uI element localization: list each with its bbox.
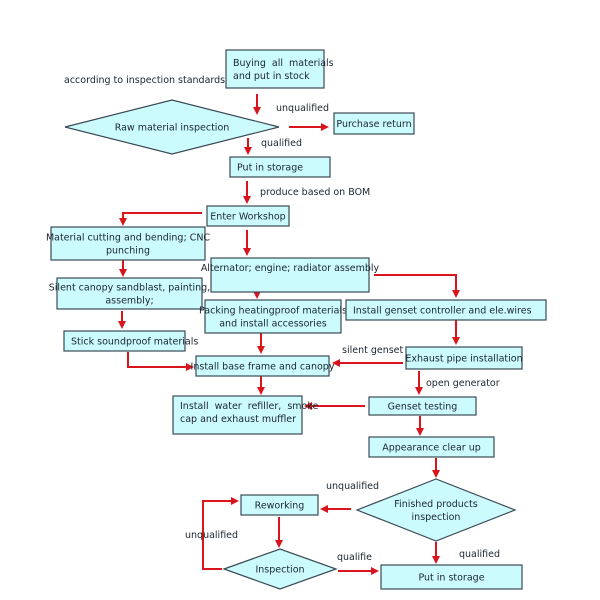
node-buying: Buying all materials and put in stock [225,49,334,89]
process-box [240,494,319,516]
node-install-base-frame: Install base frame and canopy [191,355,335,377]
node-install-controller: Install genset controller and ele.wires [345,299,547,321]
edge-label-unqualified-1: unqualified [276,103,329,114]
process-box [380,564,523,590]
edge-label-according-to-standards: according to inspection standards [64,75,225,86]
edge-label-qualified-2: qualified [459,549,500,560]
edge-label-qualifie: qualifie [337,552,372,563]
node-label: Material cutting and bending; CNC [46,233,210,244]
node-enter-workshop: Enter Workshop [206,205,290,227]
node-label: Raw material inspection [115,123,230,134]
node-label: Packing heatingproof materials [199,306,347,317]
process-box [210,257,370,293]
process-box [225,49,325,89]
nodes: Buying all materials and put in stockRaw … [46,49,547,590]
node-raw-inspection: Raw material inspection [64,99,280,155]
process-box [229,156,331,178]
node-alternator-assembly: Alternator; engine; radiator assembly [201,257,380,293]
node-label: Finished products [394,499,477,510]
node-genset-testing: Genset testing [368,396,477,416]
edges [118,94,460,575]
edge-label-silent-genset: silent genset [342,345,404,356]
process-box [368,396,477,416]
process-box [405,346,523,370]
node-label: Inspection [255,565,304,576]
node-install-water-refiller: Install water refiller, smoke cap and exh… [172,395,319,435]
node-silent-canopy: Silent canopy sandblast, painting, assemb… [49,277,210,310]
node-label: Silent canopy sandblast, painting, [49,283,210,294]
node-exhaust-pipe: Exhaust pipe installation [405,346,523,370]
node-label: Genset testing [388,402,458,413]
process-box [63,330,186,352]
edge-label-open-generator: open generator [426,378,500,389]
edge-label-produce-bom: produce based on BOM [260,187,370,198]
node-purchase-return: Purchase return [333,112,415,135]
node-appearance-clear-up: Appearance clear up [368,436,495,458]
decision-shape [222,548,338,590]
edge-label-qualified-1: qualified [261,138,302,149]
process-box [368,436,495,458]
node-label: Purchase return [336,119,411,130]
edge-labels: according to inspection standards unquali… [64,75,500,563]
node-label: Reworking [255,501,305,512]
node-label: Appearance clear up [382,443,481,454]
node-label: punching [106,246,150,257]
process-box [345,299,547,321]
process-box [206,205,290,227]
node-label: assembly; [105,296,153,307]
edge-label-unqualified-2: unqualified [326,481,379,492]
node-label: Install water refiller, smoke [180,401,319,412]
node-label: inspection [412,512,461,523]
node-label: Put in storage [418,573,484,584]
process-box [56,277,203,310]
edge-workshop-to-cutting [119,212,202,226]
node-inspection: Inspection [222,548,338,590]
node-put-in-storage-2: Put in storage [380,564,523,590]
node-reworking: Reworking [240,494,319,516]
node-label: and put in stock [233,71,310,82]
decision-shape [355,478,517,542]
node-label: Stick soundproof materials [71,337,198,348]
process-box [172,395,303,435]
node-label: Exhaust pipe installation [405,354,522,365]
process-box [50,226,206,261]
process-box [195,355,330,377]
decision-shape [64,99,280,155]
node-label: Enter Workshop [210,212,285,223]
edge-alternator-to-controller [374,274,460,298]
node-label: Alternator; engine; radiator assembly [201,263,380,274]
edge-stick-to-base [127,352,194,371]
node-finished-inspection: Finished products inspection [355,478,517,542]
node-put-in-storage-1: Put in storage [229,156,331,178]
node-material-cutting: Material cutting and bending; CNC punchin… [46,226,210,261]
node-label: Install base frame and canopy [191,362,335,373]
process-box [204,299,342,334]
node-label: cap and exhaust muffler [180,414,296,425]
node-label: and install accessories [219,319,327,330]
node-packing-heatingproof: Packing heatingproof materials and instal… [199,299,347,334]
edge-label-unqualified-3: unqualified [185,530,238,541]
process-box [333,112,415,135]
node-label: Buying all materials [233,58,334,69]
edge-inspection-to-reworking [202,497,239,570]
node-stick-soundproof: Stick soundproof materials [63,330,198,352]
node-label: Put in storage [237,163,303,174]
node-label: Install genset controller and ele.wires [353,306,532,317]
